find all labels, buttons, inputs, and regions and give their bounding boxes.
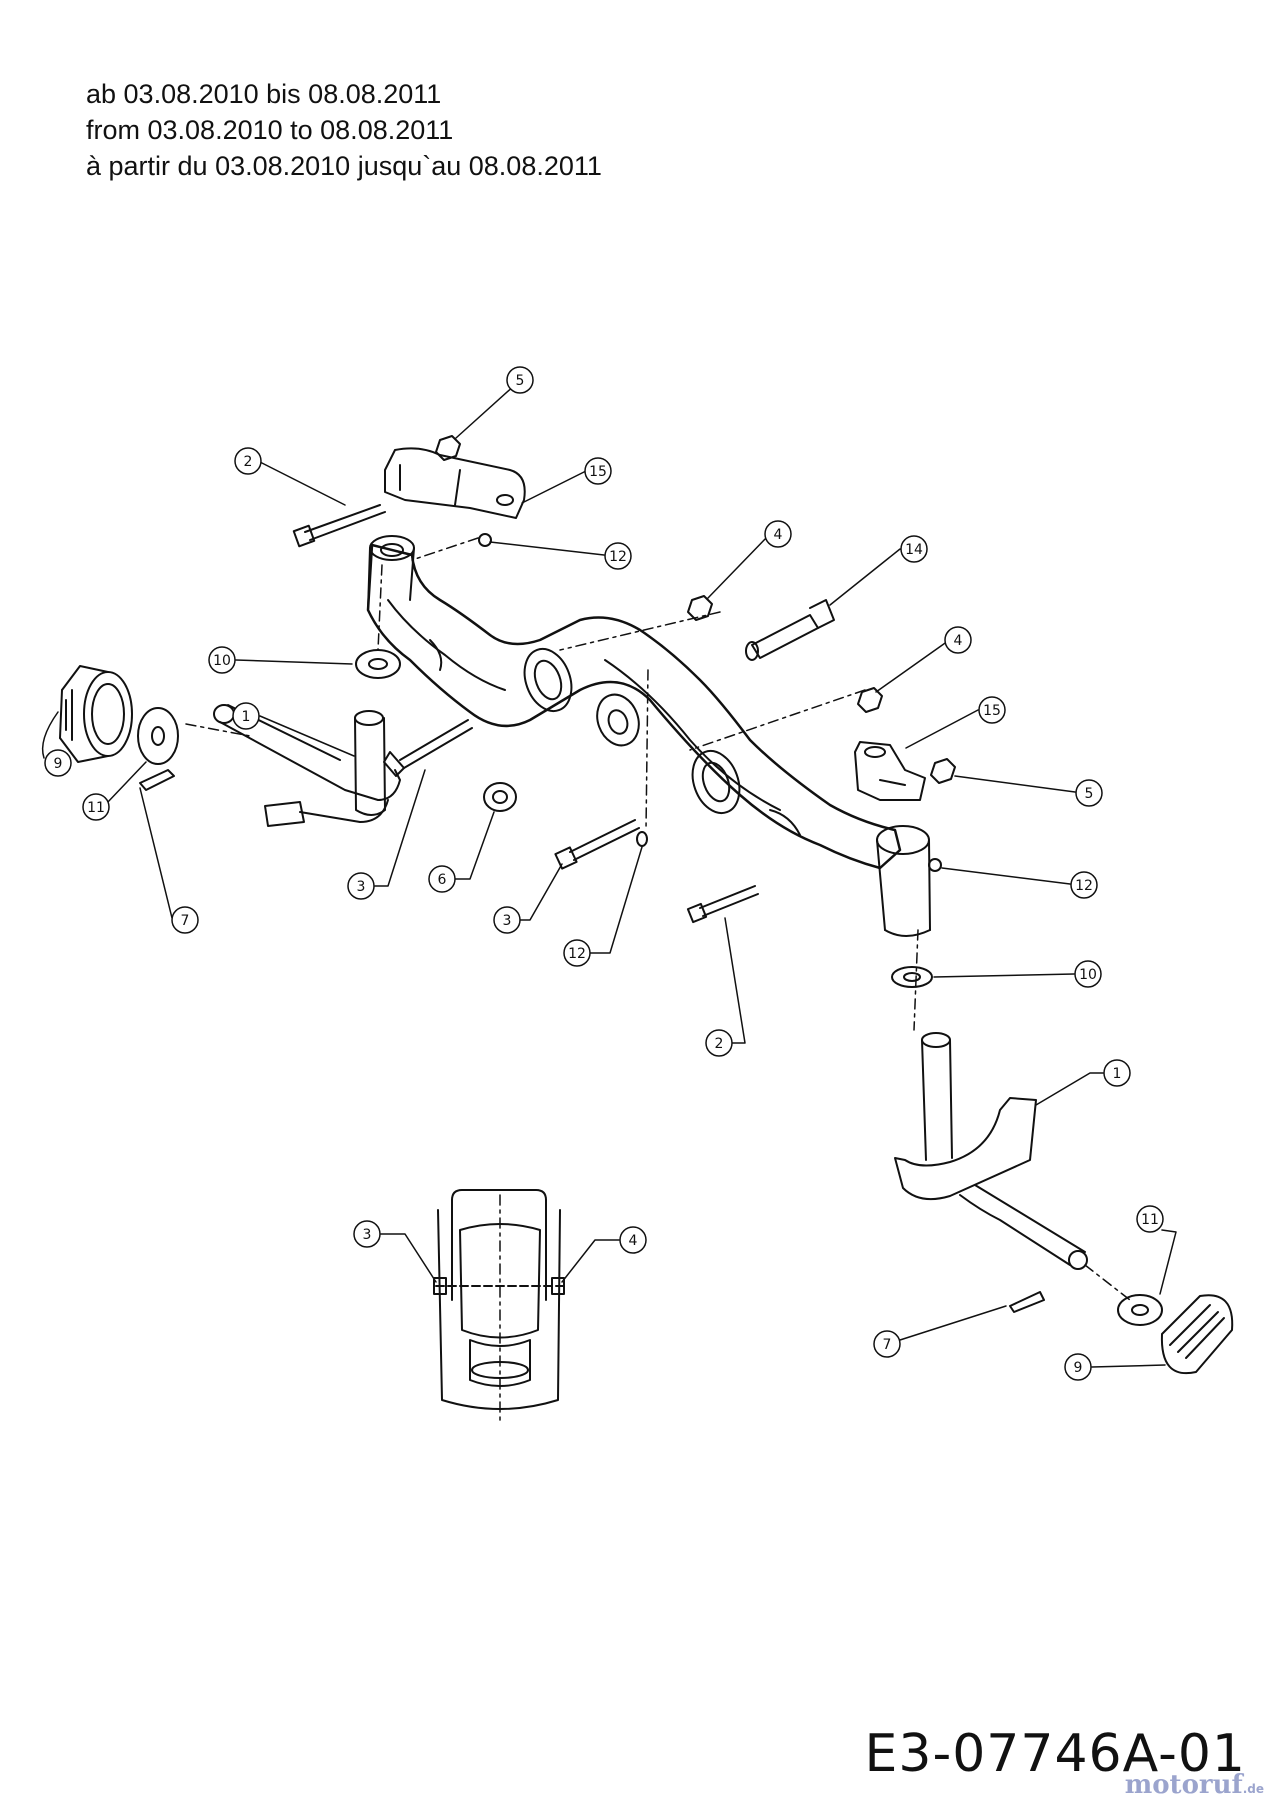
callout-1: 1	[242, 709, 251, 725]
date-range-french: à partir du 03.08.2010 jusqu`au 08.08.20…	[86, 151, 602, 181]
inset-wheel-detail	[433, 1189, 569, 1410]
callout-3: 3	[357, 879, 366, 895]
date-range-german: ab 03.08.2010 bis 08.08.2011	[86, 79, 442, 109]
callout-15: 15	[589, 464, 607, 480]
callout-11: 11	[1141, 1212, 1159, 1228]
alignment-lines	[185, 537, 1131, 1421]
left-kingpin-tube	[367, 535, 415, 611]
callout-4: 4	[629, 1233, 638, 1249]
callout-5: 5	[1085, 786, 1094, 802]
right-spindle	[894, 1032, 1088, 1270]
steering-bracket-right	[854, 741, 926, 801]
callout-9: 9	[54, 756, 63, 772]
right-kingpin-tube	[876, 825, 931, 937]
steering-bracket-left	[384, 447, 526, 519]
pivot-pin	[745, 599, 835, 661]
date-range-english: from 03.08.2010 to 08.08.2011	[86, 115, 454, 145]
callout-2: 2	[715, 1036, 724, 1052]
part-callouts: 5 2 15 12 4 14 4 10 1 9 11 7 3	[41, 366, 1177, 1381]
right-wheel-hub	[1117, 1294, 1234, 1375]
callout-3: 3	[503, 913, 512, 929]
callout-4: 4	[774, 527, 783, 543]
callout-12: 12	[1075, 878, 1093, 894]
callout-11: 11	[87, 800, 105, 816]
left-wheel-hub	[59, 665, 179, 765]
callout-15: 15	[983, 703, 1001, 719]
drawing-number: E3-07746A-01	[864, 1724, 1246, 1784]
nuts	[435, 435, 956, 872]
callout-4: 4	[954, 633, 963, 649]
callout-3: 3	[363, 1227, 372, 1243]
callout-10: 10	[213, 653, 231, 669]
callout-6: 6	[438, 872, 447, 888]
callout-1: 1	[1113, 1066, 1122, 1082]
watermark-tld: .de	[1242, 1782, 1264, 1796]
axle-beam	[366, 543, 902, 870]
date-range-notes: ab 03.08.2010 bis 08.08.2011 from 03.08.…	[86, 76, 602, 184]
callout-12: 12	[609, 549, 627, 565]
callout-9: 9	[1074, 1360, 1083, 1376]
cotter-pins	[139, 769, 1045, 1313]
bolts	[292, 504, 759, 924]
watermark-brand: motoruf	[1124, 1770, 1243, 1800]
callout-10: 10	[1079, 967, 1097, 983]
watermark-logo: motoruf.de	[1125, 1770, 1264, 1800]
washers	[355, 649, 933, 988]
callout-7: 7	[181, 913, 190, 929]
callout-2: 2	[244, 454, 253, 470]
callout-12: 12	[568, 946, 586, 962]
callout-14: 14	[905, 542, 923, 558]
callout-5: 5	[516, 373, 525, 389]
beam-holes	[523, 648, 741, 814]
callout-7: 7	[883, 1337, 892, 1353]
